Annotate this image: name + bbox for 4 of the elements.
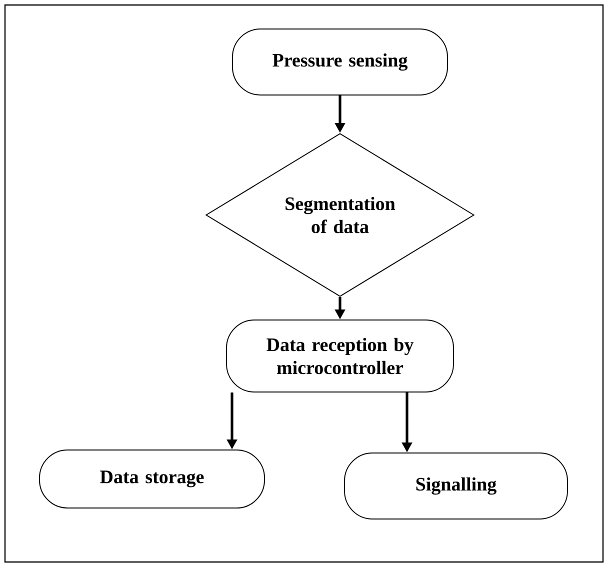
terminal-box: Data storage <box>39 450 265 508</box>
terminal-box: Signalling <box>344 452 568 520</box>
process-box: Data reception by microcontroller <box>226 320 454 392</box>
process-box: Pressure sensing <box>232 28 448 96</box>
